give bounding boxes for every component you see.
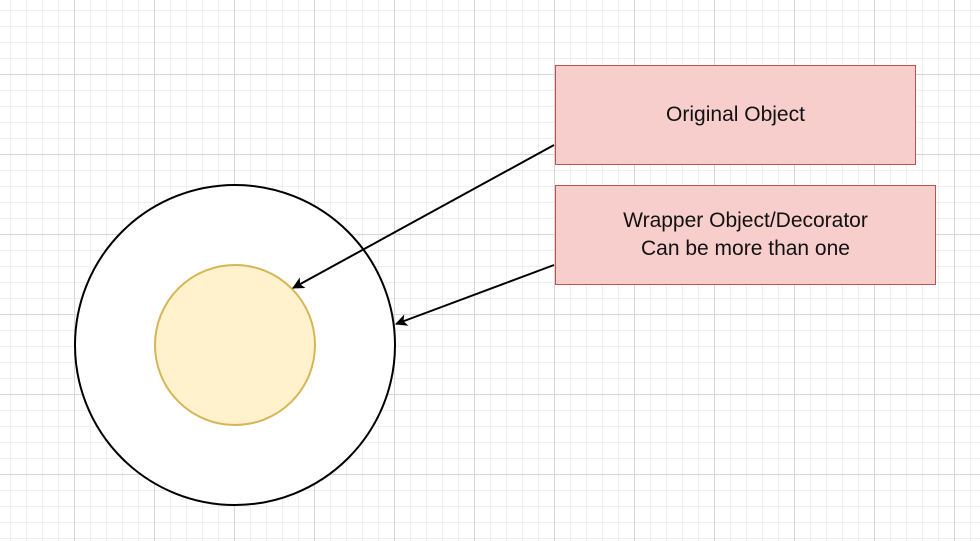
- original-object-label: Original Object: [666, 103, 805, 126]
- arrow-wrapper-to-outer[interactable]: [395, 264, 555, 326]
- arrow-original-to-inner[interactable]: [292, 144, 555, 289]
- wrapper-object-label-line1: Wrapper Object/Decorator: [623, 209, 868, 232]
- wrapper-object-label: Wrapper Object/Decorator Can be more tha…: [623, 207, 868, 263]
- original-object-box[interactable]: Original Object: [555, 65, 916, 165]
- wrapper-object-box[interactable]: Wrapper Object/Decorator Can be more tha…: [555, 185, 936, 285]
- inner-circle-original[interactable]: [154, 264, 316, 426]
- wrapper-object-label-line2: Can be more than one: [641, 237, 850, 260]
